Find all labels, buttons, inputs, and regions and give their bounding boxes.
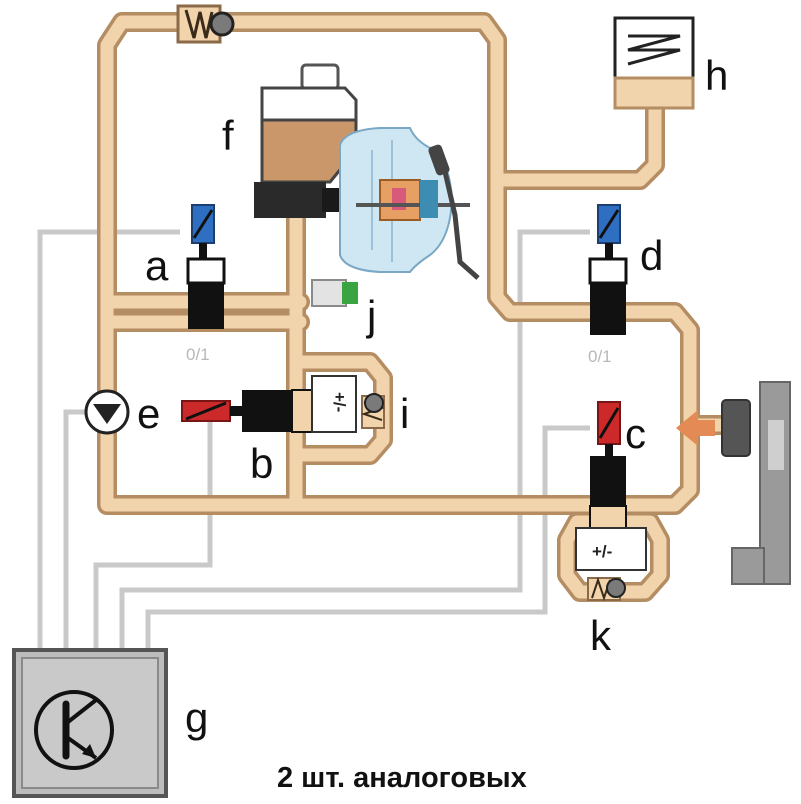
check-valve-top <box>176 4 235 44</box>
valve-a-state: 0/1 <box>186 345 210 364</box>
pressure-sensor-j <box>311 279 358 307</box>
label-e: e <box>137 390 160 437</box>
signal-line-valve-a <box>37 229 180 650</box>
label-j: j <box>365 292 376 339</box>
wheel-brake <box>676 381 791 585</box>
valve-d-state: 0/1 <box>588 347 612 366</box>
label-h: h <box>705 52 728 99</box>
signal-line-valve-b <box>93 408 213 650</box>
chamber-k-sign: +/- <box>592 542 612 561</box>
label-c: c <box>625 410 646 457</box>
valve-c <box>575 401 647 571</box>
pump-e <box>84 389 130 435</box>
check-valve-i <box>360 393 386 429</box>
signal-line-valve-c <box>145 425 590 650</box>
signal-line-valve-d <box>119 229 590 650</box>
label-b: b <box>250 440 273 487</box>
valve-b <box>181 375 357 433</box>
label-d: d <box>640 232 663 279</box>
label-f: f <box>222 112 234 159</box>
label-g: g <box>185 694 208 741</box>
signal-line-pump-e <box>63 409 88 650</box>
valve-a <box>186 204 226 329</box>
ecu-g <box>12 648 168 798</box>
brake-pedal <box>428 144 480 280</box>
chamber-b-sign: +/- <box>330 392 349 412</box>
caption: 2 шт. аналоговых <box>277 762 527 794</box>
brake-booster <box>339 127 470 273</box>
label-k: k <box>590 612 612 659</box>
valve-d <box>588 204 628 335</box>
check-valve-k <box>587 576 626 602</box>
label-a: a <box>145 242 169 289</box>
label-i: i <box>400 390 409 437</box>
accumulator-h <box>613 16 695 110</box>
signal-lines <box>37 229 590 650</box>
